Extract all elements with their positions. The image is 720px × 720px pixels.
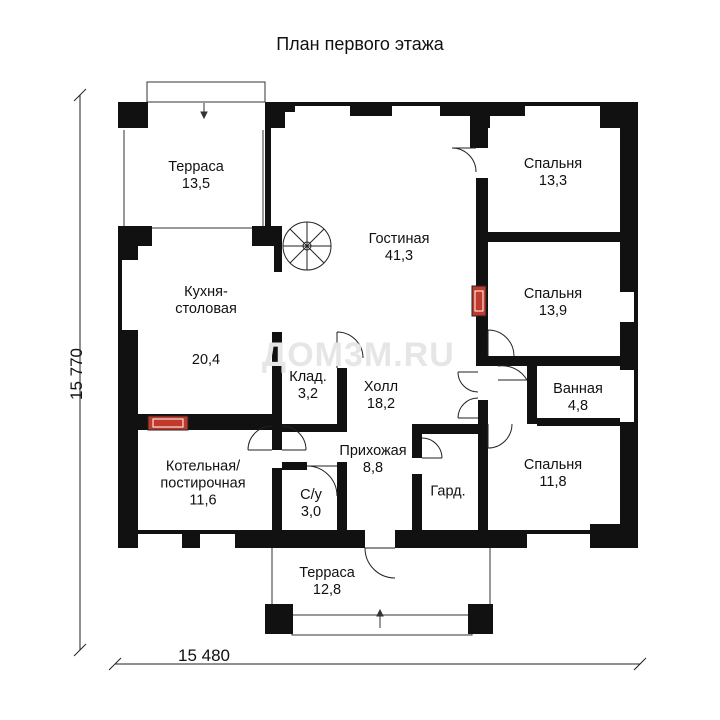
room-area: 4,8 bbox=[567, 398, 589, 414]
room-area: 3,0 bbox=[300, 504, 322, 520]
room-area: 11,8 bbox=[539, 474, 567, 490]
room-area: 18,2 bbox=[366, 396, 396, 412]
room-bedroom-1: Спальня 13,3 bbox=[524, 156, 582, 190]
room-name: Спальня bbox=[523, 156, 583, 172]
room-name: Гард. bbox=[430, 483, 466, 500]
room-area: 20,4 bbox=[191, 352, 221, 368]
room-name: Холл bbox=[363, 379, 399, 395]
room-area: 13,5 bbox=[181, 176, 211, 192]
room-area: 11,6 bbox=[189, 492, 217, 509]
room-bedroom-2: Спальня 13,9 bbox=[524, 286, 582, 320]
room-name: Гостиная bbox=[368, 231, 430, 247]
room-terrace-bottom: Терраса 12,8 bbox=[299, 565, 355, 599]
room-area: 8,8 bbox=[362, 460, 384, 476]
room-name: С/у bbox=[300, 487, 322, 503]
room-area: 3,2 bbox=[297, 386, 319, 402]
walls bbox=[118, 102, 638, 634]
room-name: Кухня- столовая bbox=[175, 284, 237, 317]
room-wardrobe: Гард. bbox=[430, 484, 465, 501]
stove-icons bbox=[147, 285, 487, 431]
room-name: Котельная/ постирочная bbox=[160, 458, 246, 492]
room-storage: Клад. 3,2 bbox=[289, 369, 326, 403]
dimension-lines bbox=[73, 88, 647, 671]
room-name: Клад. bbox=[289, 369, 327, 385]
width-dimension: 15 480 bbox=[178, 646, 230, 665]
room-entry: Прихожая 8,8 bbox=[339, 443, 406, 477]
room-bath: Ванная 4,8 bbox=[553, 381, 603, 415]
plan-title: План первого этажа bbox=[276, 34, 444, 54]
room-area: 41,3 bbox=[384, 248, 414, 264]
room-terrace-top: Терраса 13,5 bbox=[168, 159, 224, 193]
spiral-stair bbox=[282, 221, 332, 271]
room-area: 13,9 bbox=[538, 303, 568, 319]
room-bedroom-3: Спальня 11,8 bbox=[524, 457, 582, 491]
room-boiler: Котельная/ постирочная 11,6 bbox=[160, 459, 245, 510]
room-name: Спальня bbox=[523, 457, 583, 473]
room-hall: Холл 18,2 bbox=[364, 379, 398, 413]
room-living: Гостиная 41,3 bbox=[369, 231, 430, 265]
room-name: Спальня bbox=[523, 286, 583, 302]
room-name: Терраса bbox=[168, 159, 224, 175]
watermark: ДОМ3М.RU bbox=[262, 336, 455, 374]
room-name: Терраса bbox=[299, 565, 355, 581]
room-name: Ванная bbox=[553, 381, 603, 397]
room-kitchen: Кухня- столовая 20,4 bbox=[175, 250, 237, 386]
room-name: Прихожая bbox=[339, 443, 407, 459]
height-dimension: 15 770 bbox=[67, 348, 86, 400]
room-wc: С/у 3,0 bbox=[300, 487, 322, 521]
doors bbox=[247, 147, 528, 579]
room-area: 13,3 bbox=[538, 173, 568, 189]
room-area: 12,8 bbox=[312, 582, 342, 598]
